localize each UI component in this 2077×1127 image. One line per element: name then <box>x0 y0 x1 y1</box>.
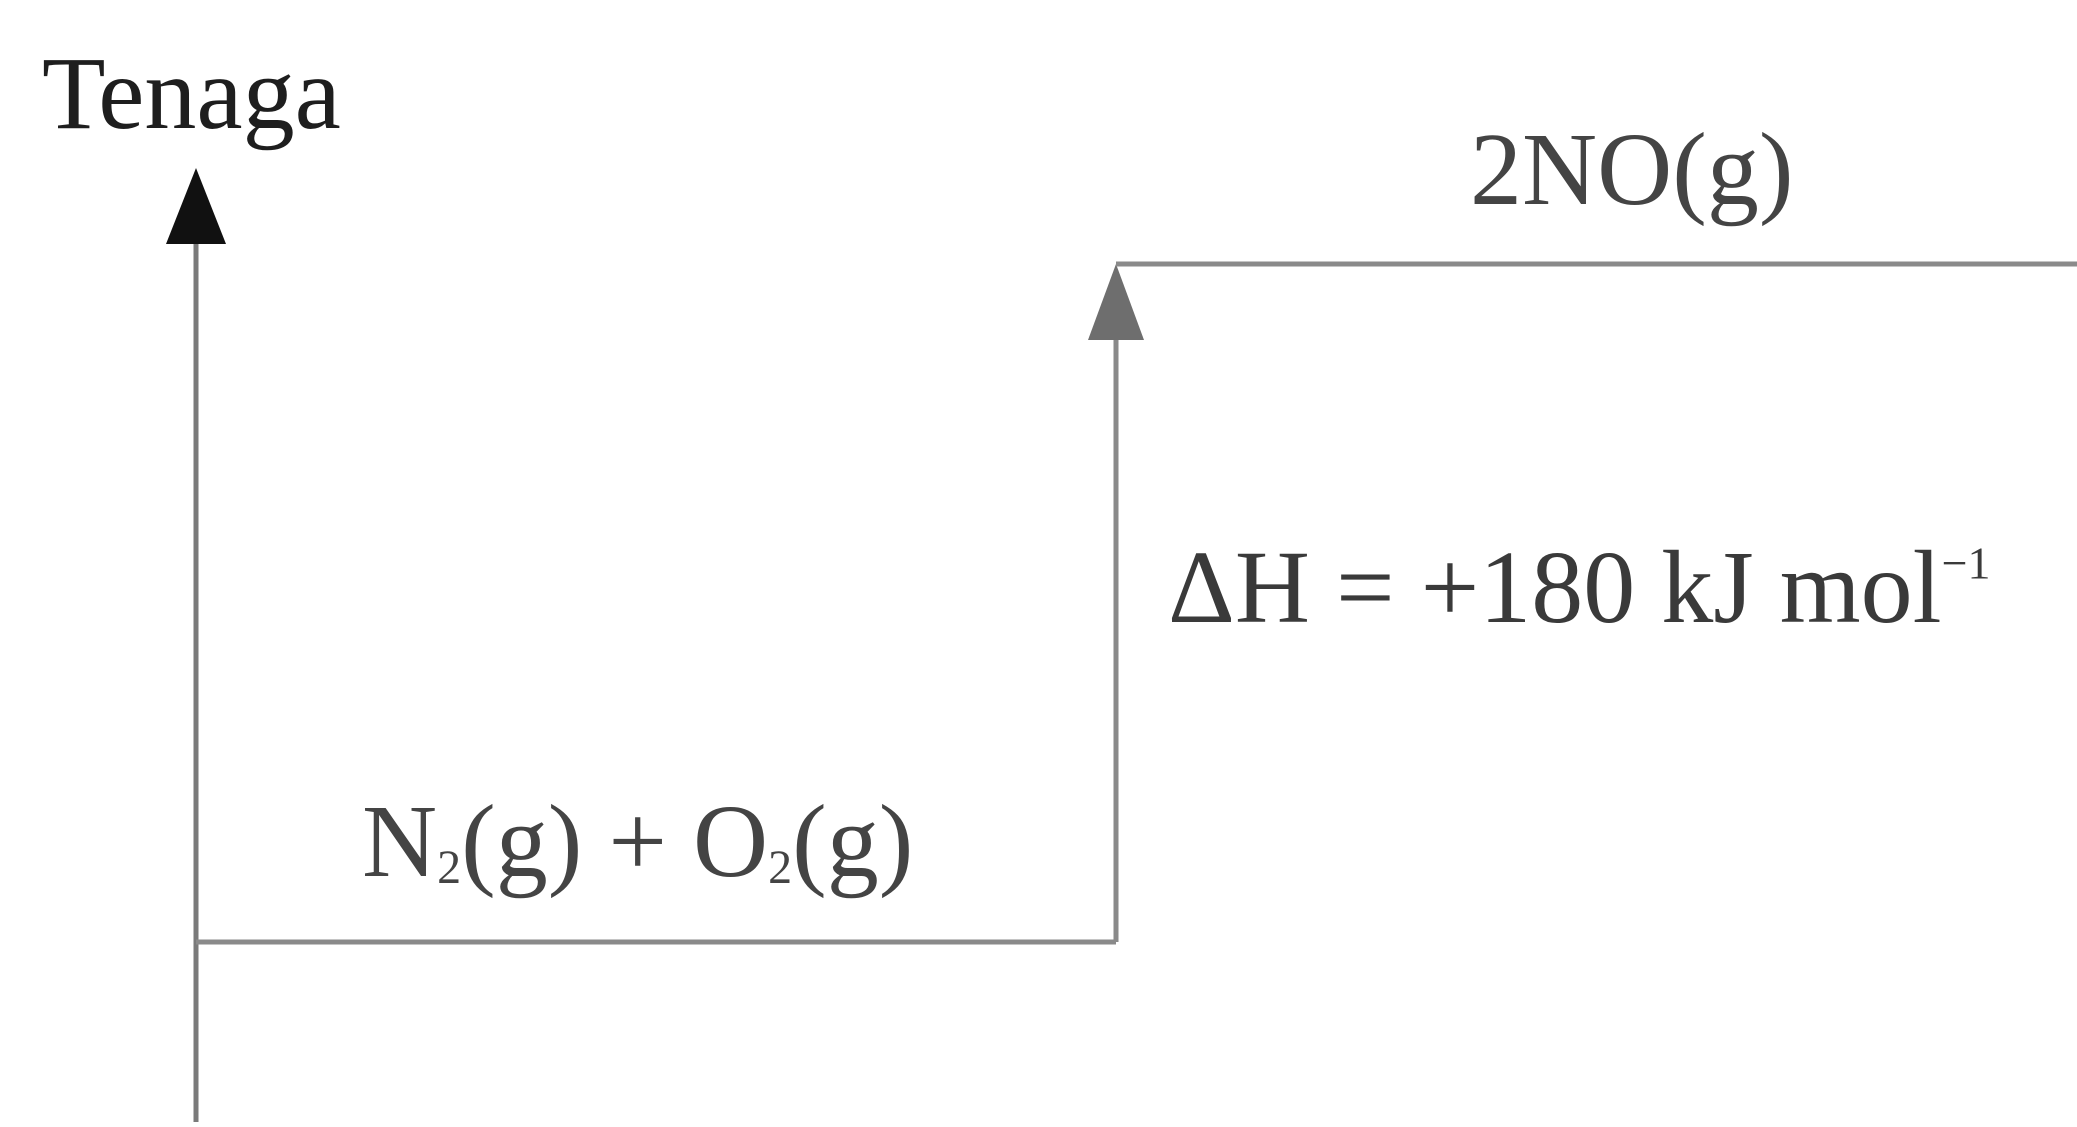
reactant-o-state: (g) <box>792 784 914 899</box>
energy-axis-label: Tenaga <box>42 36 341 151</box>
reactant-n-state: (g) + O <box>461 784 769 899</box>
reactant-n-symbol: N <box>362 784 438 899</box>
enthalpy-arrow-head <box>1088 264 1144 340</box>
reactant-label: N2(g) + O2(g) <box>362 790 913 894</box>
enthalpy-change-text: ΔH = +180 kJ mol <box>1168 530 1942 645</box>
reactant-o-subscript: 2 <box>768 841 793 895</box>
energy-axis-arrowhead <box>166 168 226 244</box>
reactant-n-subscript: 2 <box>437 841 462 895</box>
enthalpy-unit-exponent: −1 <box>1941 537 1991 589</box>
product-label: 2NO(g) <box>1470 112 1794 227</box>
enthalpy-change-label: ΔH = +180 kJ mol−1 <box>1168 536 1991 640</box>
